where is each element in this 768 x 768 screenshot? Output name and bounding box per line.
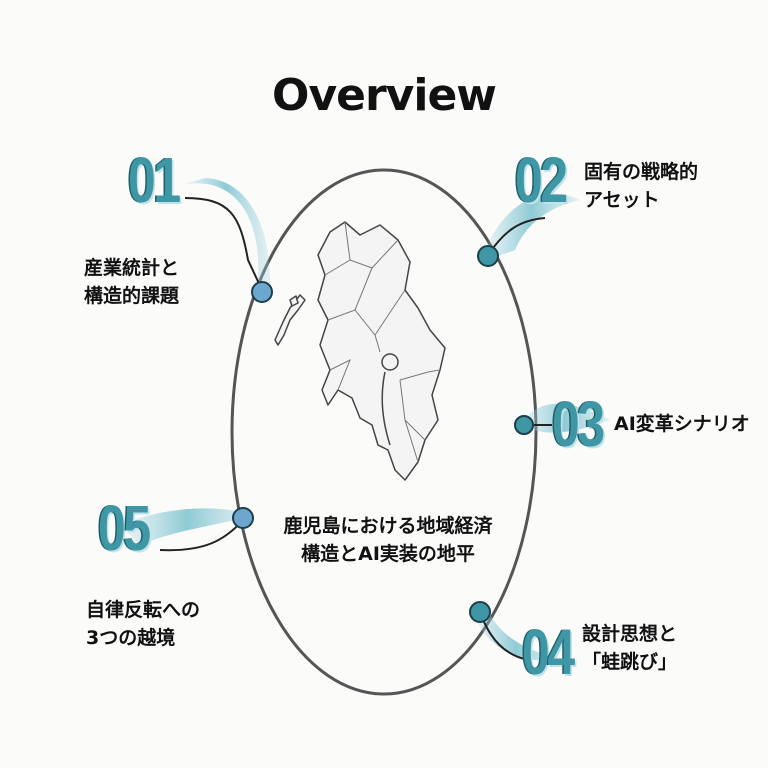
- item-number-02: 02: [515, 144, 568, 216]
- swoosh-02: [482, 193, 580, 262]
- center-caption-line2: 構造とAI実装の地平: [301, 543, 475, 565]
- center-caption: 鹿児島における地域経済 構造とAI実装の地平: [270, 512, 506, 568]
- item-number-05: 05: [98, 492, 151, 564]
- node-03: [514, 415, 534, 435]
- node-01: [251, 281, 273, 303]
- item-number-03: 03: [552, 388, 605, 460]
- page-title: Overview: [272, 70, 497, 121]
- connector-01: [184, 197, 263, 291]
- item-label-01: 産業統計と 構造的課題: [84, 254, 179, 310]
- center-caption-line1: 鹿児島における地域経済: [283, 515, 493, 537]
- kagoshima-map: [274, 221, 446, 481]
- node-05: [232, 507, 254, 529]
- item-label-03-line1: AI変革シナリオ: [614, 413, 750, 435]
- node-02: [477, 245, 499, 267]
- item-label-01-line2: 構造的課題: [84, 285, 180, 307]
- item-label-04-line1: 設計思想と: [582, 623, 678, 645]
- item-label-01-line1: 産業統計と: [84, 257, 180, 279]
- item-label-05-line1: 自律反転への: [86, 599, 201, 621]
- item-label-04: 設計思想と 「蛙跳び」: [582, 620, 677, 676]
- item-label-02-line2: アセット: [584, 189, 660, 211]
- central-ring: [230, 168, 538, 696]
- item-label-04-line2: 「蛙跳び」: [582, 651, 678, 673]
- item-label-02: 固有の戦略的 アセット: [584, 158, 698, 214]
- swoosh-01: [182, 178, 271, 299]
- item-number-01: 01: [128, 144, 181, 216]
- item-label-05-line2: 3つの越境: [86, 627, 176, 649]
- map-boundaries: [324, 221, 441, 463]
- item-label-05: 自律反転への 3つの越境: [86, 596, 200, 652]
- node-04: [469, 601, 491, 623]
- item-number-04: 04: [522, 616, 575, 688]
- item-label-02-line1: 固有の戦略的: [584, 161, 699, 183]
- item-label-03: AI変革シナリオ: [614, 410, 750, 438]
- swoosh-05: [120, 508, 255, 545]
